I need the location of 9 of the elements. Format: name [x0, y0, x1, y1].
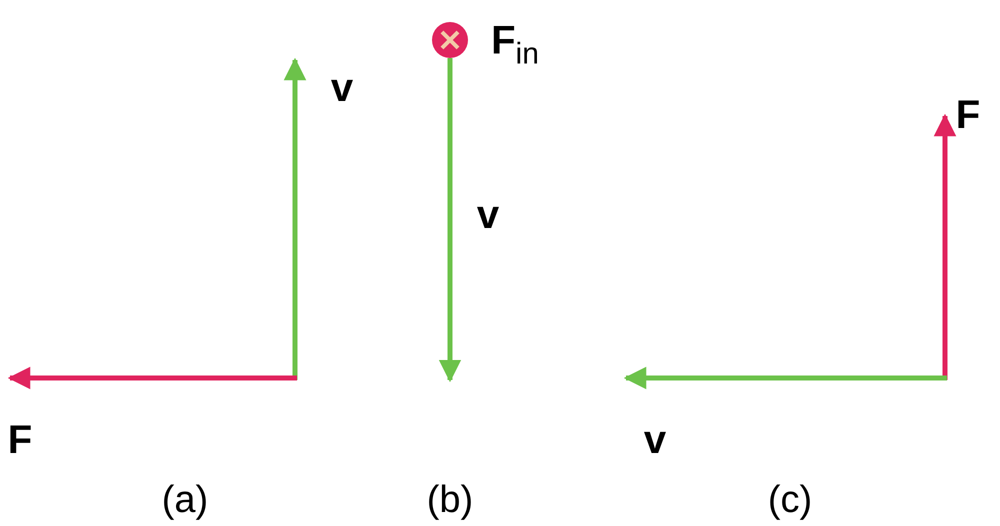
vector-label: F	[956, 95, 980, 135]
vector-label: F	[8, 420, 32, 460]
vector-label: F$_{in}$	[491, 20, 539, 70]
vector-label: v	[476, 195, 500, 235]
panel-label: (c)	[768, 481, 812, 519]
vector-label: v	[644, 420, 666, 460]
vector-label: v	[330, 68, 354, 108]
panel-label: (b)	[426, 481, 474, 519]
panel-label: (a)	[162, 481, 208, 519]
